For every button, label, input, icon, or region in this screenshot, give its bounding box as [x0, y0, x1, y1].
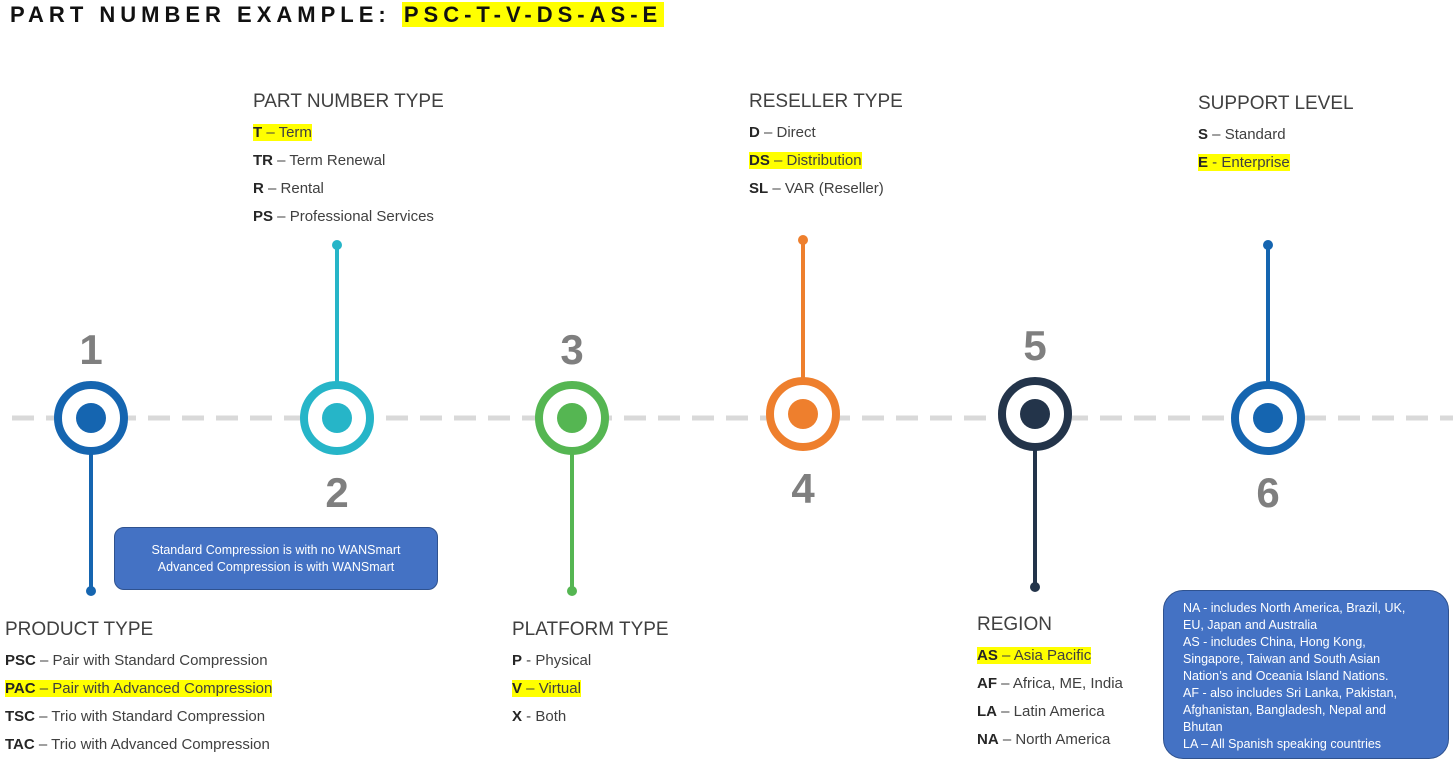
support-level-option: E - Enterprise — [1198, 154, 1290, 171]
compression-note: Standard Compression is with no WANSmart… — [114, 527, 438, 590]
step-5-marker-dot — [1020, 399, 1050, 429]
region-note-line: Nation’s and Oceania Island Nations. — [1183, 669, 1389, 683]
reseller-type-heading: RESELLER TYPE — [749, 91, 903, 112]
product-type-option: TSC – Trio with Standard Compression — [5, 708, 266, 725]
step-6-number: 6 — [1256, 469, 1280, 516]
step-6-marker-dot — [1253, 403, 1283, 433]
product-type-heading: PRODUCT TYPE — [5, 619, 154, 640]
platform-type-block: PLATFORM TYPE P - Physical V – Virtual X… — [512, 619, 669, 731]
region-note-line: AF - also includes Sri Lanka, Pakistan, — [1183, 686, 1397, 700]
reseller-type-option: SL – VAR (Reseller) — [749, 180, 884, 197]
region-note-line: EU, Japan and Australia — [1183, 618, 1318, 632]
platform-type-option: X - Both — [512, 708, 567, 725]
step-5-number: 5 — [1023, 322, 1047, 369]
step-2-connector-dot — [332, 240, 342, 250]
platform-type-option: V – Virtual — [512, 680, 581, 697]
product-type-block: PRODUCT TYPE PSC – Pair with Standard Co… — [5, 619, 273, 759]
step-5-connector-dot — [1030, 582, 1040, 592]
compression-note-line: Standard Compression is with no WANSmart — [151, 543, 401, 557]
page-title-prefix: PART NUMBER EXAMPLE: — [10, 2, 391, 27]
part-number-type-option: R – Rental — [253, 180, 324, 197]
part-number-type-option: T – Term — [253, 124, 312, 141]
step-1-marker-dot — [76, 403, 106, 433]
reseller-type-option: DS – Distribution — [749, 152, 862, 169]
platform-type-option: P - Physical — [512, 652, 592, 669]
page-title: PART NUMBER EXAMPLE: PSC-T-V-DS-AS-E — [10, 2, 665, 28]
step-4-number: 4 — [791, 465, 815, 512]
region-note-line: LA – All Spanish speaking countries — [1183, 737, 1382, 751]
region-block: REGION AS – Asia Pacific AF – Africa, ME… — [977, 614, 1123, 754]
region-note-line: Afghanistan, Bangladesh, Nepal and — [1183, 703, 1386, 717]
reseller-type-option: D – Direct — [749, 124, 816, 141]
step-1-connector-dot — [86, 586, 96, 596]
step-2-marker-dot — [322, 403, 352, 433]
product-type-option: PSC – Pair with Standard Compression — [5, 652, 268, 669]
platform-type-heading: PLATFORM TYPE — [512, 619, 669, 640]
step-6-connector-dot — [1263, 240, 1273, 250]
support-level-option: S – Standard — [1198, 126, 1286, 143]
region-note: NA - includes North America, Brazil, UK,… — [1163, 590, 1449, 759]
region-heading: REGION — [977, 614, 1052, 635]
part-number-type-option: PS – Professional Services — [253, 208, 434, 225]
product-type-option: PAC – Pair with Advanced Compression — [5, 680, 273, 697]
part-number-type-heading: PART NUMBER TYPE — [253, 91, 444, 112]
region-note-line: NA - includes North America, Brazil, UK, — [1183, 601, 1406, 615]
region-option: AS – Asia Pacific — [977, 647, 1092, 664]
region-option: AF – Africa, ME, India — [977, 675, 1123, 692]
product-type-option: TAC – Trio with Advanced Compression — [5, 736, 270, 753]
reseller-type-block: RESELLER TYPE D – Direct DS – Distributi… — [749, 91, 903, 203]
step-3-number: 3 — [560, 326, 584, 373]
region-note-line: Bhutan — [1183, 720, 1223, 734]
step-1-number: 1 — [79, 326, 103, 373]
support-level-block: SUPPORT LEVEL S – Standard E - Enterpris… — [1198, 93, 1354, 177]
step-4-connector-dot — [798, 235, 808, 245]
part-number-type-option: TR – Term Renewal — [253, 152, 386, 169]
region-note-line: AS - includes China, Hong Kong, — [1183, 635, 1366, 649]
part-number-type-block: PART NUMBER TYPE T – Term TR – Term Rene… — [253, 91, 444, 231]
step-4-marker-dot — [788, 399, 818, 429]
step-2-number: 2 — [325, 469, 349, 516]
region-option: NA – North America — [977, 731, 1111, 748]
region-option: LA – Latin America — [977, 703, 1105, 720]
step-3-marker-dot — [557, 403, 587, 433]
support-level-heading: SUPPORT LEVEL — [1198, 93, 1354, 114]
step-3-connector-dot — [567, 586, 577, 596]
compression-note-line: Advanced Compression is with WANSmart — [157, 560, 395, 574]
example-part-number: PSC-T-V-DS-AS-E — [401, 2, 665, 27]
region-note-line: Singapore, Taiwan and South Asian — [1183, 652, 1381, 666]
